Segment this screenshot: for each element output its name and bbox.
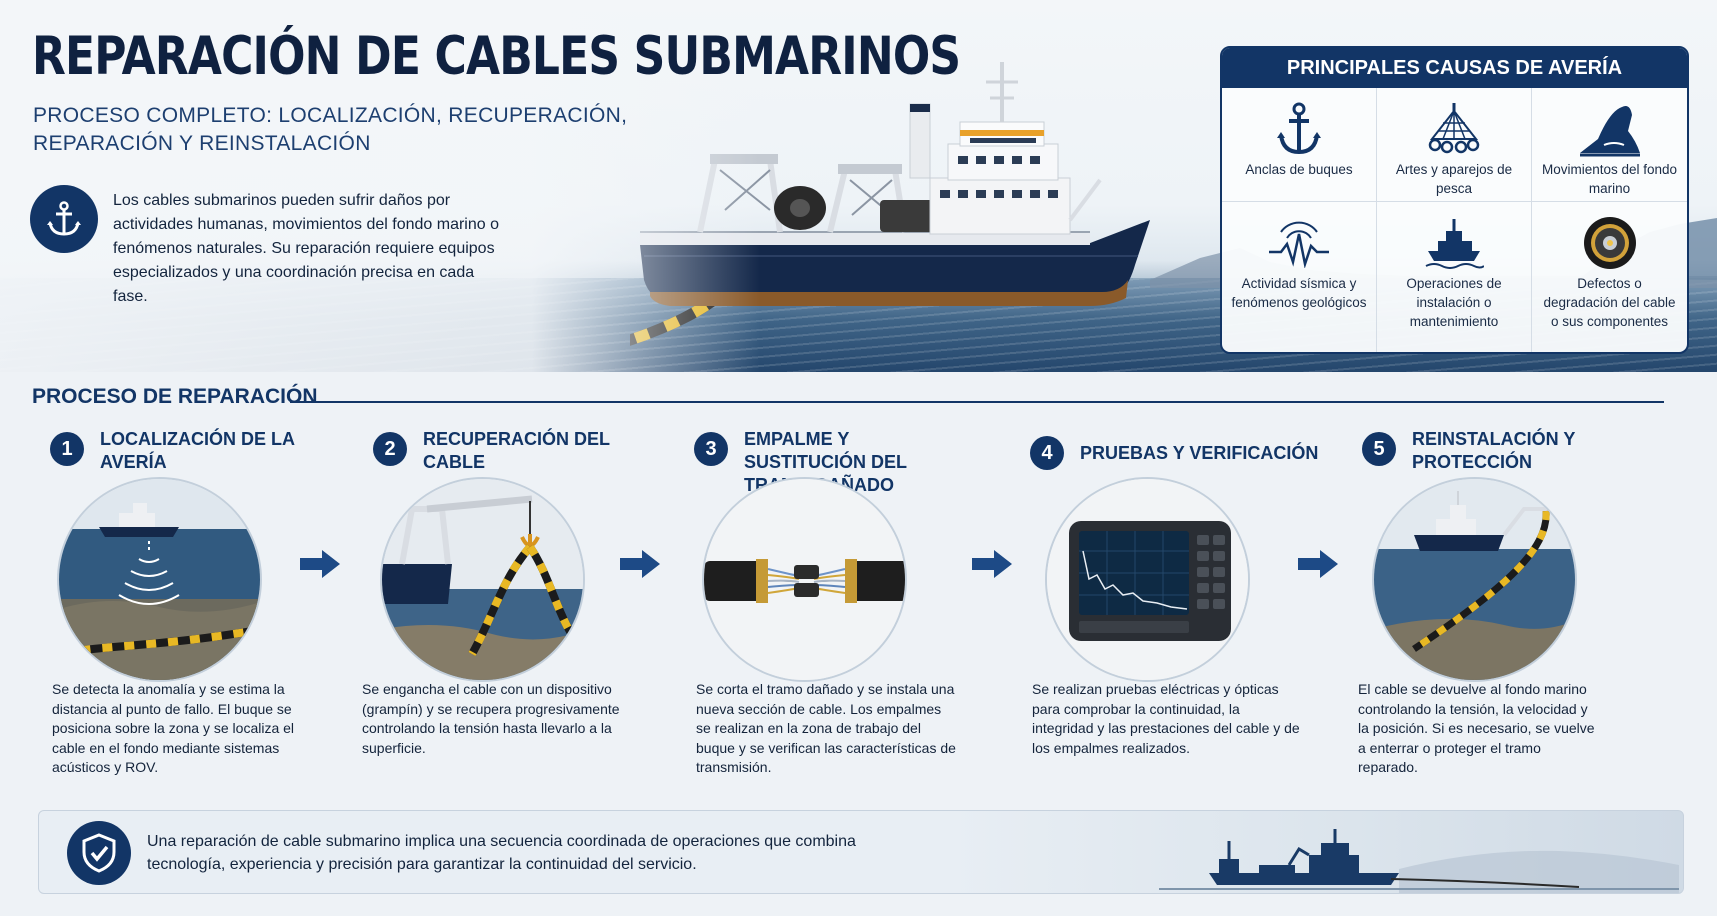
causes-panel: PRINCIPALES CAUSAS DE AVERÍA Anclas de b…: [1220, 46, 1689, 354]
cause-label: Anclas de buques: [1245, 162, 1353, 177]
cause-operations: Operaciones de instalación o mantenimien…: [1377, 202, 1532, 352]
cause-label: Movimientos del fondo marino: [1541, 162, 1678, 196]
page-title: REPARACIÓN DE CABLES SUBMARINOS: [32, 26, 961, 87]
cause-seismic: Actividad sísmica y fenómenos geológicos: [1222, 202, 1377, 352]
step-5-header: 5 REINSTALACIÓN Y PROTECCIÓN: [1362, 428, 1662, 478]
arrow-right-icon: [1298, 550, 1338, 578]
arrow-right-icon: [300, 550, 340, 578]
step-2-header: 2 RECUPERACIÓN DEL CABLE: [373, 428, 673, 478]
step-number: 2: [373, 432, 407, 466]
arrow-right-icon: [620, 550, 660, 578]
cause-label: Defectos o degradación del cable o sus c…: [1543, 276, 1676, 329]
arrow-right-icon: [972, 550, 1012, 578]
anchor-icon: [30, 185, 98, 253]
otdr-tester-illustration: [1045, 477, 1250, 682]
step-4-header: 4 PRUEBAS Y VERIFICACIÓN: [1030, 428, 1330, 478]
step-description: Se realizan pruebas eléctricas y ópticas…: [1032, 681, 1300, 756]
step-number: 5: [1362, 432, 1396, 466]
cause-label: Operaciones de instalación o mantenimien…: [1406, 276, 1502, 329]
cause-anchors: Anclas de buques: [1222, 88, 1377, 202]
ship-icon: [1424, 212, 1484, 274]
step-description: El cable se devuelve al fondo marino con…: [1358, 681, 1595, 775]
causes-title: PRINCIPALES CAUSAS DE AVERÍA: [1222, 48, 1687, 88]
step-number: 4: [1030, 436, 1064, 470]
step-number: 3: [694, 432, 728, 466]
ship-sonar-illustration: [57, 477, 262, 682]
seabed-slide-icon: [1578, 98, 1642, 160]
page-subtitle: PROCESO COMPLETO: LOCALIZACIÓN, RECUPERA…: [33, 104, 628, 155]
step-3-header: 3 EMPALME Y SUSTITUCIÓN DEL TRAMO DAÑADO: [694, 428, 994, 495]
intro-paragraph: Los cables submarinos pueden sufrir daño…: [113, 192, 499, 305]
footer-message: Una reparación de cable submarino implic…: [147, 833, 856, 873]
fishing-net-icon: [1426, 98, 1482, 160]
ship-silhouette: [1159, 829, 1679, 893]
step-title: PRUEBAS Y VERIFICACIÓN: [1080, 442, 1319, 463]
cause-seabed: Movimientos del fondo marino: [1532, 88, 1687, 202]
crane-grapnel-illustration: [380, 477, 585, 682]
cause-label: Actividad sísmica y fenómenos geológicos: [1231, 276, 1367, 310]
step-title: REINSTALACIÓN Y PROTECCIÓN: [1412, 429, 1576, 472]
process-title: PROCESO DE REPARACIÓN: [32, 385, 318, 408]
step-title: RECUPERACIÓN DEL CABLE: [423, 429, 610, 472]
step-1-header: 1 LOCALIZACIÓN DE LA AVERÍA: [50, 428, 350, 478]
causes-grid: Anclas de buques Artes y aparejos de pes…: [1222, 88, 1687, 352]
seismic-wave-icon: [1267, 212, 1331, 274]
step-description: Se corta el tramo dañado y se instala un…: [696, 681, 956, 775]
step-number: 1: [50, 432, 84, 466]
cause-defects: Defectos o degradación del cable o sus c…: [1532, 202, 1687, 352]
step-description: Se detecta la anomalía y se estima la di…: [52, 681, 295, 775]
hero-text-backdrop: [0, 0, 760, 372]
step-description: Se engancha el cable con un dispositivo …: [362, 681, 620, 756]
footer-banner: Una reparación de cable submarino implic…: [38, 810, 1684, 894]
cable-splice-illustration: [702, 477, 907, 682]
step-title: LOCALIZACIÓN DE LA AVERÍA: [100, 429, 295, 472]
cause-label: Artes y aparejos de pesca: [1395, 162, 1513, 196]
cause-fishing: Artes y aparejos de pesca: [1377, 88, 1532, 202]
cable-laying-illustration: [1372, 477, 1577, 682]
anchor-icon: [1276, 98, 1322, 160]
shield-check-icon: [67, 821, 131, 885]
process-divider: [290, 401, 1664, 403]
cable-section-icon: [1580, 212, 1640, 274]
